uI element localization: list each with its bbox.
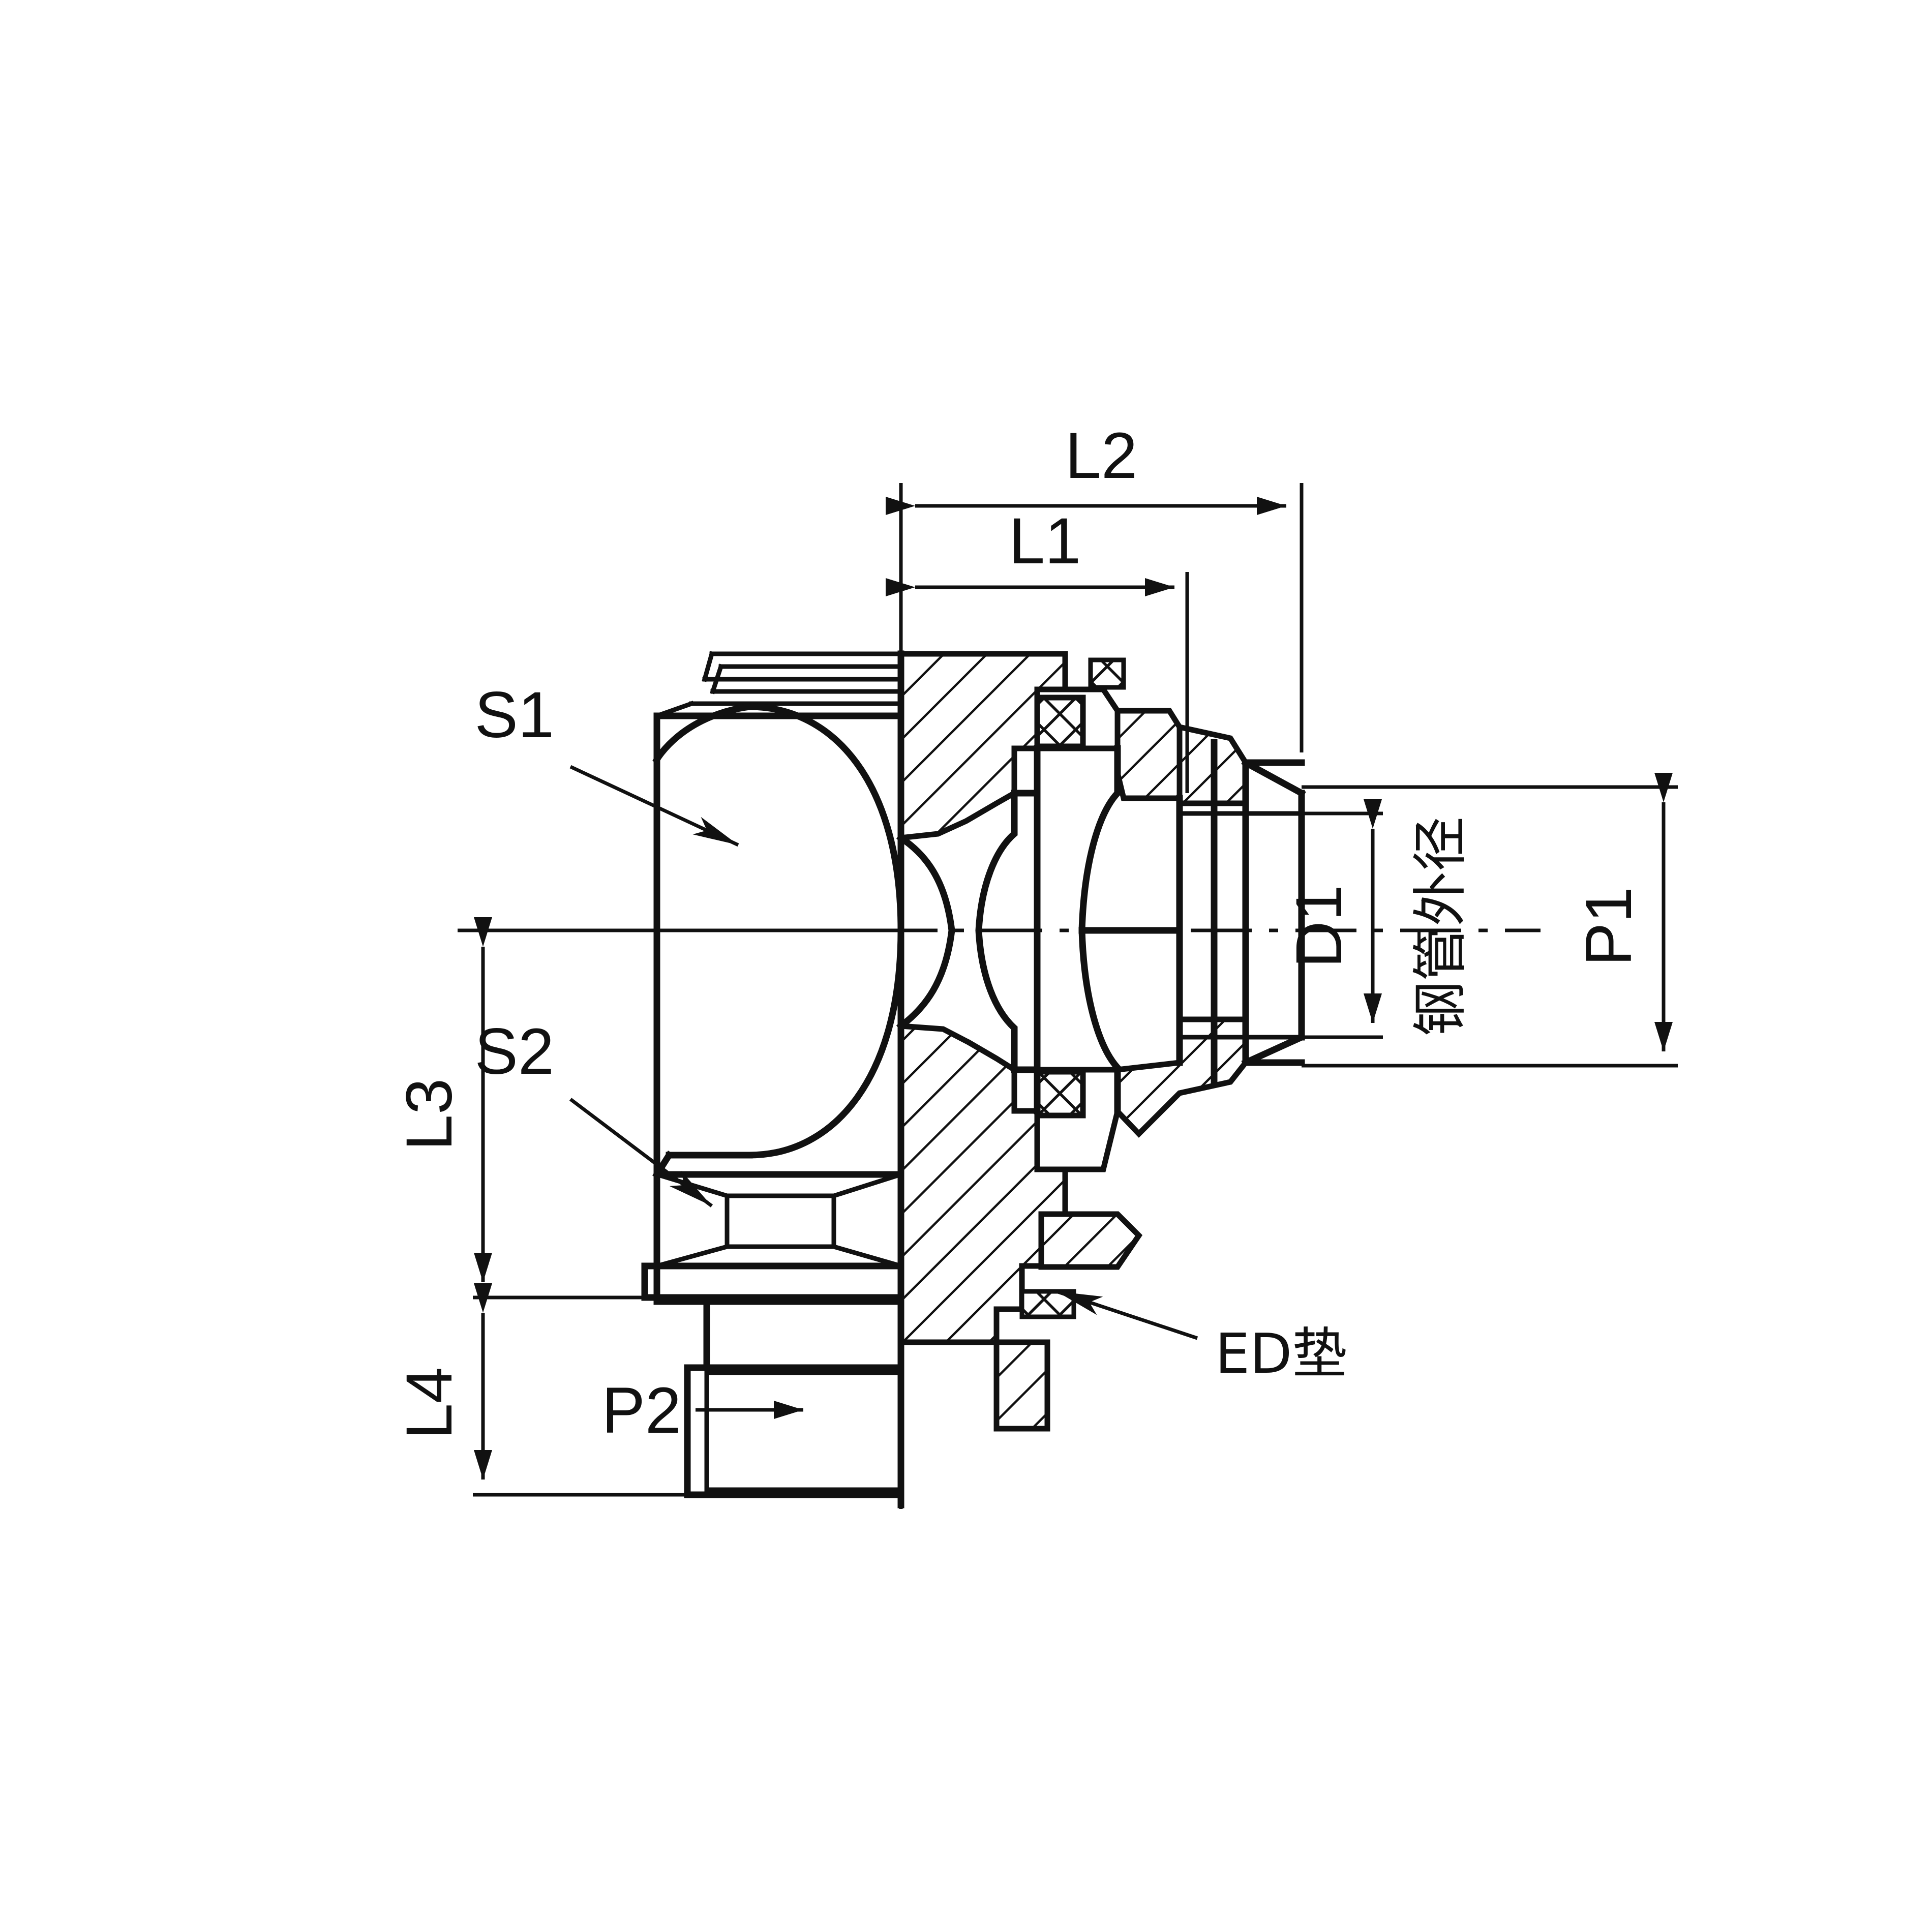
centerlines [458, 610, 1541, 1520]
oring-seal-upper-small [1088, 657, 1126, 690]
elbow-body-section-upper [898, 651, 1249, 841]
dimension-l3: L3 [393, 917, 901, 1300]
dimension-label-d1: D1 [1283, 885, 1355, 968]
dimension-label-l4: L4 [393, 1367, 466, 1439]
callout-label-s2: S2 [474, 1015, 554, 1088]
dimension-label-l2: L2 [1065, 419, 1137, 492]
dimension-p1: P1 [1302, 773, 1678, 1068]
pipe-outer-diameter-label: 钢管外径 [1409, 817, 1472, 1036]
body-hatch-upper-left [898, 651, 1068, 841]
body-hatch-lower-left [898, 1023, 1068, 1345]
callout-label-p2: P2 [601, 1374, 681, 1447]
dimension-l1: L1 [886, 505, 1189, 793]
dimension-l2: L2 [886, 419, 1304, 752]
callout-s2: S2 [474, 1015, 713, 1208]
dimension-label-l3: L3 [393, 1078, 466, 1151]
lower-hex-and-stud [641, 1171, 904, 1508]
dimension-label-p1: P1 [1573, 887, 1645, 967]
body-hatch-bottom-tab [993, 1339, 1050, 1432]
fitting-assembly [641, 650, 1306, 1508]
oring-seal-lower [1034, 1069, 1086, 1119]
oring-seal-upper [1034, 695, 1086, 749]
dimension-d1: D1 [1214, 799, 1383, 1039]
callout-p2: P2 [601, 1374, 803, 1447]
callout-s1: S1 [474, 679, 739, 847]
body-hatch-lower-step [1038, 1211, 1143, 1270]
callout-label-s1: S1 [474, 679, 554, 751]
dimension-l4: L4 [393, 1283, 687, 1497]
callout-ed-seal: ED垫 [1055, 1289, 1347, 1386]
body-hatch-upper-right [1114, 708, 1183, 801]
dimension-label-l1: L1 [1009, 505, 1081, 578]
callout-label-ed-seal: ED垫 [1215, 1322, 1347, 1386]
